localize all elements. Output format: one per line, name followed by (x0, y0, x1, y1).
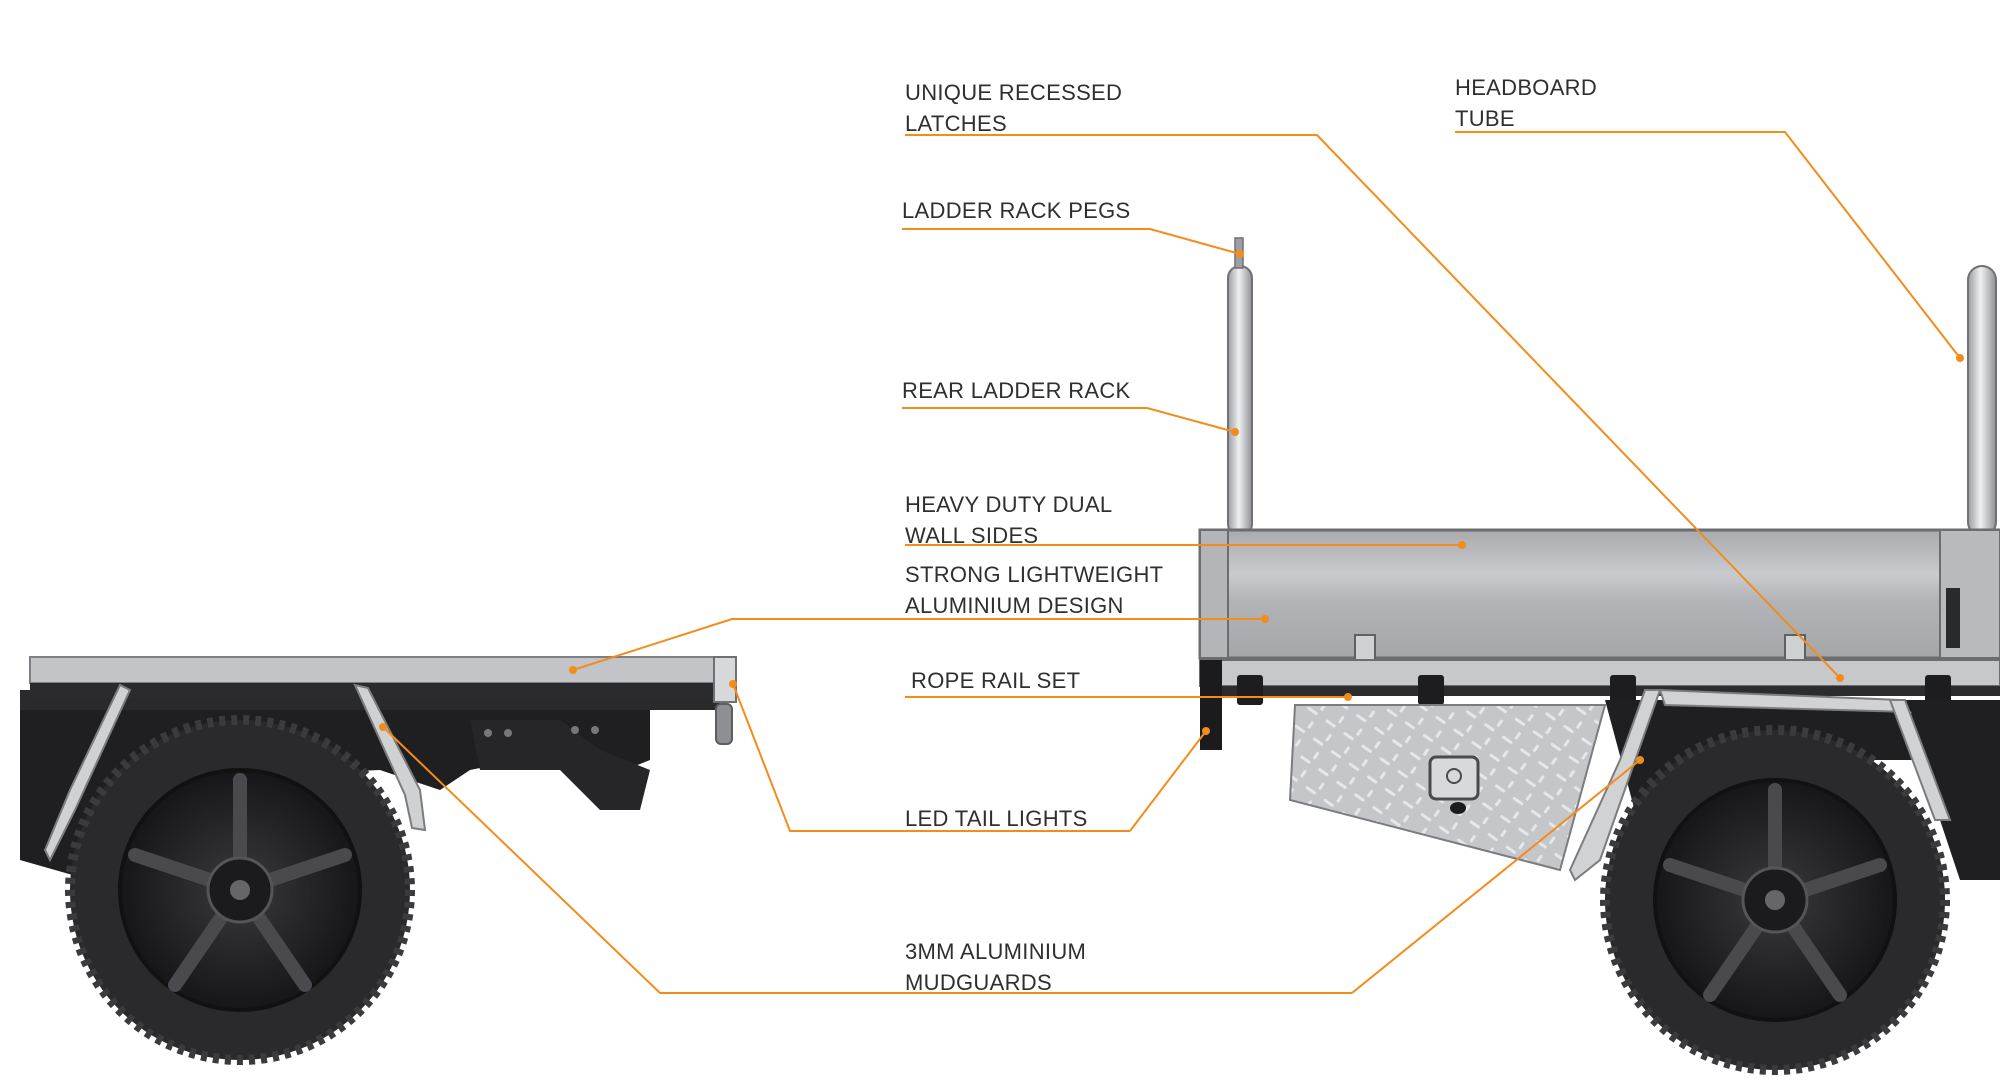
dot-recessed-latches (1836, 674, 1844, 682)
label-rear-ladder-rack-line-1: REAR LADDER RACK (902, 378, 1131, 403)
label-mudguards: 3MM ALUMINIUM MUDGUARDS (905, 936, 1086, 998)
label-rear-ladder-rack: REAR LADDER RACK (902, 375, 1131, 406)
leader-dots (379, 250, 1964, 764)
leader-ladder-rack-pegs (902, 228, 1241, 255)
leader-rear-ladder-rack (902, 407, 1236, 433)
label-dual-wall-sides-line-1: HEAVY DUTY DUAL (905, 492, 1113, 517)
label-aluminium-design: STRONG LIGHTWEIGHT ALUMINIUM DESIGN (905, 559, 1163, 621)
leader-recessed-latches (905, 134, 1841, 679)
left-tray-deck (29, 656, 721, 684)
left-mudguard-2 (353, 683, 427, 832)
label-aluminium-design-line-1: STRONG LIGHTWEIGHT (905, 562, 1164, 587)
dot-tail-lights-right (1202, 727, 1210, 735)
dot-headboard-tube (1956, 354, 1964, 362)
label-recessed-latches: UNIQUE RECESSED LATCHES (905, 77, 1122, 139)
label-dual-wall-sides: HEAVY DUTY DUAL WALL SIDES (905, 489, 1112, 551)
toolbox-lock (1428, 755, 1480, 801)
label-recessed-latches-line-1: UNIQUE RECESSED (905, 80, 1123, 105)
rope-rail (1199, 659, 2000, 687)
label-headboard-tube-line-2: TUBE (1455, 106, 1515, 131)
left-vehicle (20, 656, 737, 1065)
label-mudguards-line-2: MUDGUARDS (905, 970, 1052, 995)
leader-headboard-tube (1455, 131, 1961, 359)
label-mudguards-line-1: 3MM ALUMINIUM (905, 939, 1087, 964)
headboard-tube (1967, 265, 1997, 537)
left-mudguard-1 (43, 683, 132, 863)
label-led-tail-lights: LED TAIL LIGHTS (905, 803, 1088, 834)
rear-ladder-rack-post (1227, 265, 1253, 537)
label-ladder-rack-pegs: LADDER RACK PEGS (902, 195, 1131, 226)
dot-rope-rail-set (1344, 693, 1352, 701)
leader-tail-lights-right (1129, 730, 1207, 832)
right-tail-light (1200, 660, 1222, 750)
dot-rear-ladder-rack (1231, 428, 1239, 436)
dot-aluminium-design-left (569, 666, 577, 674)
label-recessed-latches-line-2: LATCHES (905, 111, 1007, 136)
dot-aluminium-design (1261, 615, 1269, 623)
dot-mudguards-left (379, 723, 387, 731)
left-wheel (65, 715, 415, 1065)
leader-tail-lights-left (732, 683, 1130, 832)
label-ladder-rack-pegs-line-1: LADDER RACK PEGS (902, 198, 1131, 223)
label-dual-wall-sides-line-2: WALL SIDES (905, 523, 1039, 548)
leader-aluminium-design-left (572, 618, 905, 671)
right-wheel (1600, 725, 1950, 1075)
label-headboard-tube-line-1: HEADBOARD (1455, 75, 1598, 100)
dot-mudguards-right (1636, 756, 1644, 764)
leader-mudguards-right (1351, 759, 1641, 994)
dot-dual-wall-sides (1458, 541, 1466, 549)
tray-side-panel (1198, 528, 2000, 660)
label-led-tail-lights-line-1: LED TAIL LIGHTS (905, 806, 1088, 831)
label-rope-rail-set: ROPE RAIL SET (911, 665, 1080, 696)
dot-tail-lights-left (729, 680, 737, 688)
label-rope-rail-set-line-1: ROPE RAIL SET (911, 668, 1081, 693)
left-tail-light (713, 656, 737, 703)
right-vehicle (1198, 237, 2000, 1075)
leader-mudguards-left (382, 726, 1352, 994)
dot-ladder-rack-pegs (1236, 250, 1244, 258)
leader-lines (382, 131, 1961, 994)
label-headboard-tube: HEADBOARD TUBE (1455, 72, 1597, 134)
label-aluminium-design-line-2: ALUMINIUM DESIGN (905, 593, 1124, 618)
